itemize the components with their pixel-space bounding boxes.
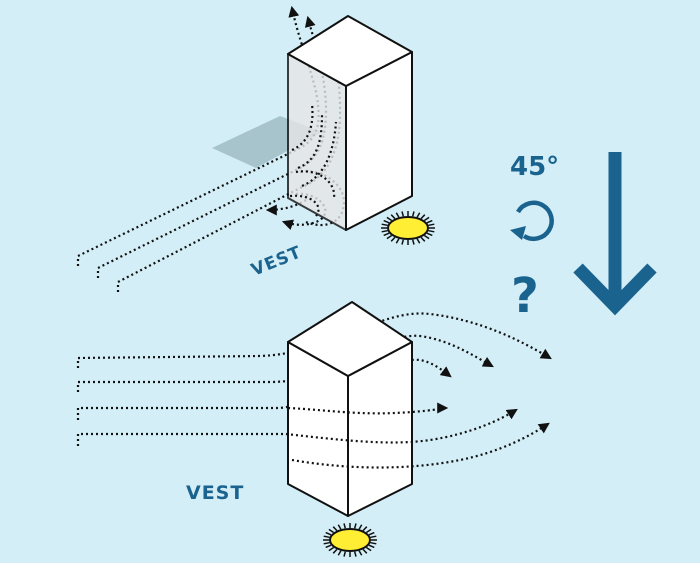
- bottom-building-roof: [287, 301, 413, 377]
- top-sun-icon: [381, 211, 435, 245]
- rotate-icon: [510, 200, 554, 242]
- bottom-direction-label: VEST: [186, 482, 244, 504]
- bottom-sun-icon: [323, 523, 377, 557]
- bottom-building: [287, 301, 413, 517]
- bottom-streamlines-front: [285, 402, 550, 469]
- top-scene: VEST: [76, 5, 435, 292]
- bottom-scene: VEST: [76, 301, 552, 557]
- top-building-roof: [287, 15, 413, 87]
- top-streamlines-front: [289, 103, 338, 217]
- question-mark: ?: [511, 268, 539, 324]
- angle-label: 45°: [510, 152, 559, 182]
- down-arrow-icon: [573, 152, 657, 316]
- top-direction-label: VEST: [248, 242, 304, 280]
- rotation-info: 45° ?: [510, 152, 657, 324]
